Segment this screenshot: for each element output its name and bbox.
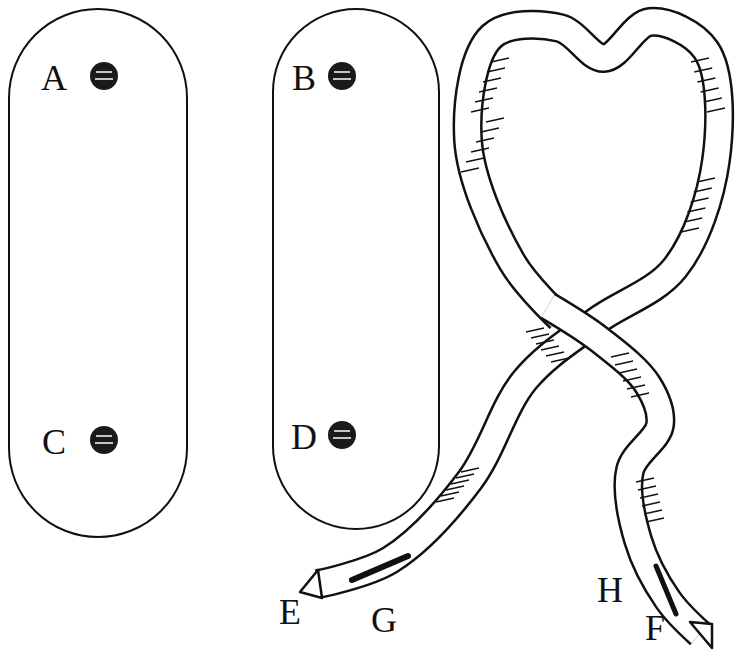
- ribbon-hatch: [697, 178, 715, 182]
- ribbon-hatch: [704, 98, 722, 102]
- ribbon-edge: [548, 306, 700, 634]
- ribbon-hatch: [644, 510, 662, 514]
- ribbon-hatch: [701, 88, 719, 92]
- ribbon-hatch: [481, 128, 499, 132]
- ribbon-hatch: [638, 486, 656, 490]
- ribbon-hatch: [636, 478, 654, 482]
- hole-letter: D: [291, 419, 317, 455]
- part-letter: G: [371, 602, 397, 638]
- ribbon-hatch: [697, 78, 715, 82]
- ribbon-hatch: [691, 198, 709, 202]
- ribbon-hatch: [475, 98, 493, 102]
- ribbon-hatch: [611, 353, 629, 357]
- ribbon-hatch: [491, 58, 509, 62]
- ribbon-hatch: [642, 502, 660, 506]
- part-letter: H: [597, 572, 623, 608]
- ribbon-hatch: [687, 208, 705, 212]
- ribbon-hatch: [631, 393, 649, 397]
- ribbon-face: [548, 306, 700, 634]
- part-letter: E: [279, 594, 301, 630]
- ribbon-hatch: [441, 492, 459, 496]
- ribbon-hatch: [486, 118, 504, 122]
- twisted-ribbon: [300, 22, 725, 648]
- ribbon-hatch: [691, 58, 709, 62]
- hole: [90, 62, 356, 454]
- ribbon-hatch: [471, 108, 489, 112]
- ribbon-hatch: [531, 334, 549, 338]
- hole-shading: [95, 72, 351, 443]
- ribbon-hatch: [707, 108, 725, 112]
- ribbon-hatch: [476, 138, 494, 142]
- ribbon-hatch: [487, 68, 505, 72]
- ribbon-edge: [318, 22, 719, 584]
- ribbon-tip: [300, 570, 322, 598]
- ribbon-hatch: [436, 498, 454, 502]
- ribbon-slit: [656, 566, 676, 614]
- ribbon-hatch: [684, 218, 702, 222]
- hole-letter: C: [42, 424, 66, 460]
- ribbon-hatch: [681, 228, 699, 232]
- ribbon-hatch: [466, 158, 484, 162]
- ribbon-hatch: [461, 168, 479, 172]
- ribbon-hatch: [694, 188, 712, 192]
- ribbon-hatch: [694, 68, 712, 72]
- ribbon-hatch: [456, 474, 474, 478]
- ribbon-hatch: [446, 486, 464, 490]
- ribbon-hatch: [479, 88, 497, 92]
- ribbon-hatch: [619, 369, 637, 373]
- ribbon-hatch: [640, 494, 658, 498]
- strip: AC: [8, 8, 188, 538]
- hole-letter: B: [292, 60, 316, 96]
- ribbon-tip: [690, 622, 712, 648]
- strip: BD: [272, 8, 440, 530]
- ribbon-hatch: [627, 385, 645, 389]
- ribbon-hatch: [551, 358, 569, 362]
- ribbon-hatch: [483, 78, 501, 82]
- ribbon-hatch: [526, 328, 544, 332]
- ribbon-hatch: [623, 377, 641, 381]
- ribbon-slit: [352, 556, 408, 580]
- ribbon-hatch: [541, 346, 559, 350]
- ribbon-hatch: [536, 340, 554, 344]
- ribbon-hatch: [451, 480, 469, 484]
- ribbon-hatch: [615, 361, 633, 365]
- part-letter: F: [645, 610, 665, 646]
- ribbon-hatch: [646, 518, 664, 522]
- ribbon-face: [318, 22, 719, 584]
- ribbon-hatch: [546, 352, 564, 356]
- ribbon-hatch: [471, 148, 489, 152]
- hole-letter: A: [41, 60, 67, 96]
- ribbon-hatch: [461, 468, 479, 472]
